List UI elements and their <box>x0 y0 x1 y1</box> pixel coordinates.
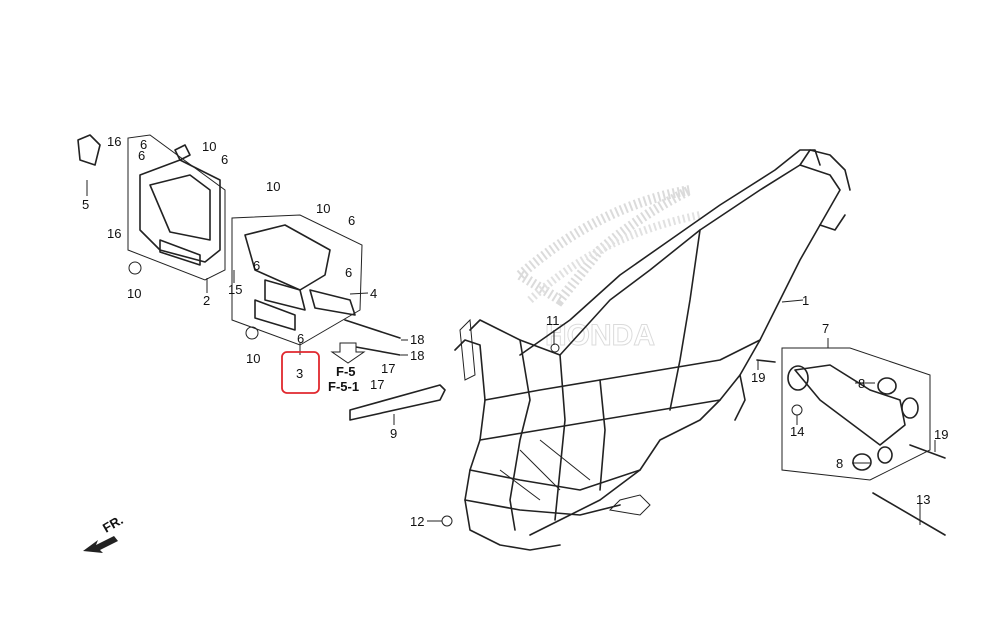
callout-6g: 6 <box>138 148 145 163</box>
callout-18a: 18 <box>410 332 424 347</box>
cable-9 <box>349 384 446 421</box>
callout-6d: 6 <box>253 258 260 273</box>
callout-3: 3 <box>296 366 303 381</box>
callout-18b: 18 <box>410 348 424 363</box>
fasteners <box>128 261 946 536</box>
callout-17b: 17 <box>370 377 384 392</box>
highlight-box <box>281 351 320 394</box>
callout-6c: 6 <box>348 213 355 228</box>
callout-16b: 16 <box>107 226 121 241</box>
callout-8a: 8 <box>858 376 865 391</box>
callout-10d: 10 <box>127 286 141 301</box>
long-bolt-13 <box>872 492 946 536</box>
callout-7: 7 <box>822 321 829 336</box>
callout-6e: 6 <box>345 265 352 280</box>
main-frame <box>454 149 851 551</box>
callout-6f: 6 <box>297 331 304 346</box>
link-assembly-7 <box>781 347 931 481</box>
front-arrow-icon <box>83 536 118 553</box>
callout-9: 9 <box>390 426 397 441</box>
direction-label: FR. <box>100 512 126 535</box>
callout-19b: 19 <box>934 427 948 442</box>
callout-13: 13 <box>916 492 930 507</box>
callout-10e: 10 <box>246 351 260 366</box>
callout-10a: 10 <box>202 139 216 154</box>
callout-2: 2 <box>203 293 210 308</box>
reference-f5-1: F-5-1 <box>328 379 359 394</box>
callout-5: 5 <box>82 197 89 212</box>
callout-14: 14 <box>790 424 804 439</box>
callout-11: 11 <box>546 313 560 328</box>
bracket-assembly-2 <box>77 134 226 281</box>
bracket-assembly-3 <box>231 214 363 346</box>
callout-10b: 10 <box>266 179 280 194</box>
callout-4: 4 <box>370 286 377 301</box>
callout-12: 12 <box>410 514 424 529</box>
callout-19a: 19 <box>751 370 765 385</box>
callout-10c: 10 <box>316 201 330 216</box>
reference-arrow <box>330 342 366 364</box>
callout-15: 15 <box>228 282 242 297</box>
reference-f5: F-5 <box>336 364 356 379</box>
callout-6b: 6 <box>221 152 228 167</box>
leader-lines <box>86 180 936 525</box>
callout-8b: 8 <box>836 456 843 471</box>
callout-6a: 6 <box>140 137 147 152</box>
callout-1: 1 <box>802 293 809 308</box>
callout-16a: 16 <box>107 134 121 149</box>
callout-labels: 1 2 3 4 5 6 6 6 6 6 6 6 7 8 8 9 10 10 10… <box>82 134 948 529</box>
callout-17a: 17 <box>381 361 395 376</box>
watermark-text: HONDA <box>545 319 655 352</box>
